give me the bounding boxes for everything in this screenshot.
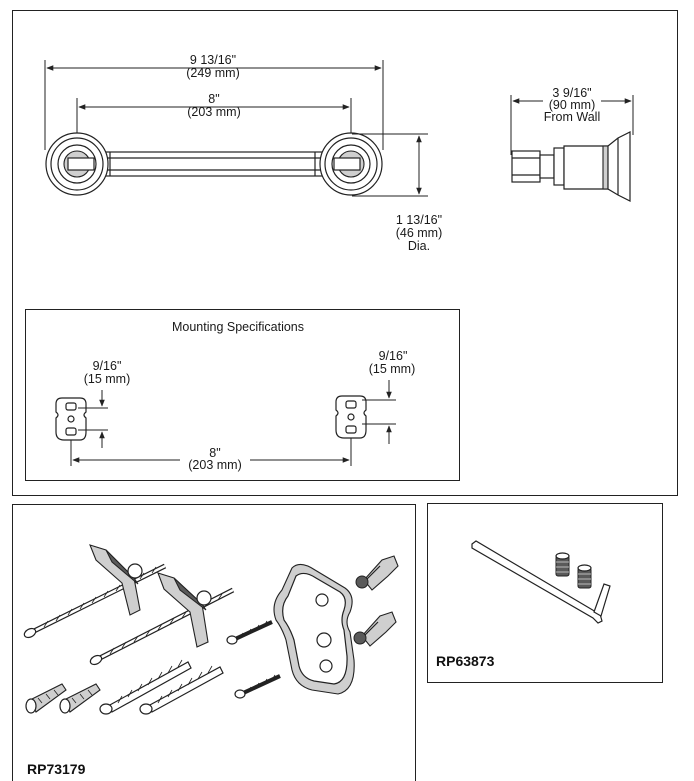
projection-note: From Wall bbox=[544, 110, 600, 124]
spacing-metric: (203 mm) bbox=[188, 458, 241, 472]
wood-screw-icon bbox=[99, 659, 192, 715]
right-offset-metric: (15 mm) bbox=[369, 362, 416, 376]
hex-key-kit-illustration bbox=[471, 540, 611, 624]
mounting-template bbox=[55, 380, 396, 466]
wall-anchor-icon bbox=[59, 683, 101, 714]
right-offset-fraction: 9/16" bbox=[379, 349, 408, 363]
center-distance-fraction: 8" bbox=[208, 92, 219, 106]
toggle-bolt-icon bbox=[89, 572, 235, 666]
wood-screw-icon bbox=[139, 665, 224, 715]
mounting-specifications-frame bbox=[25, 309, 460, 481]
machine-screw-icon bbox=[226, 620, 273, 645]
mounting-bracket-icon bbox=[273, 563, 355, 695]
projection-metric: (90 mm) bbox=[549, 98, 596, 112]
plastic-anchor-icon bbox=[355, 555, 399, 591]
plastic-anchor-icon bbox=[353, 611, 397, 647]
towel-bar-side-view bbox=[510, 95, 634, 202]
set-screw-icon bbox=[555, 552, 570, 577]
overall-width-metric: (249 mm) bbox=[186, 66, 239, 80]
mounting-title: Mounting Specifications bbox=[172, 320, 304, 334]
left-offset-fraction: 9/16" bbox=[93, 359, 122, 373]
diameter-fraction: 1 13/16" bbox=[396, 213, 442, 227]
hardware-kit-frame bbox=[12, 504, 416, 781]
hex-key-kit-part-number: RP63873 bbox=[436, 653, 495, 669]
towel-bar-front-view bbox=[44, 60, 428, 197]
center-distance-metric: (203 mm) bbox=[187, 105, 240, 119]
projection-fraction: 3 9/16" bbox=[552, 86, 591, 100]
set-screw-icon bbox=[577, 564, 592, 589]
machine-screw-icon bbox=[234, 674, 281, 699]
spacing-fraction: 8" bbox=[209, 446, 220, 460]
dimension-drawing-frame bbox=[12, 10, 678, 496]
diameter-metric: (46 mm) bbox=[396, 226, 443, 240]
overall-width-fraction: 9 13/16" bbox=[190, 53, 236, 67]
wall-anchor-icon bbox=[25, 683, 67, 714]
hardware-kit-illustration bbox=[23, 544, 399, 715]
hex-key-kit-frame bbox=[427, 503, 663, 683]
hex-key-icon bbox=[471, 540, 611, 624]
diameter-note: Dia. bbox=[408, 239, 430, 253]
toggle-bolt-icon bbox=[23, 544, 167, 639]
left-offset-metric: (15 mm) bbox=[84, 372, 131, 386]
hardware-kit-part-number: RP73179 bbox=[27, 761, 86, 777]
